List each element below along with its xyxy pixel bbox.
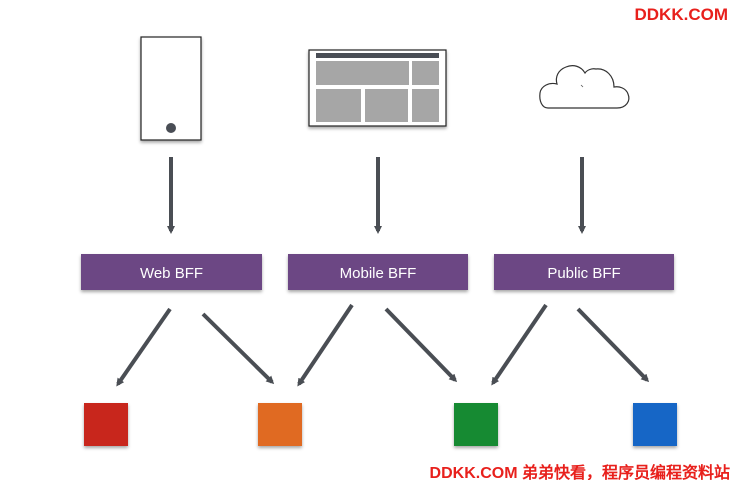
service-box-red [84,403,128,446]
service-box-blue [633,403,677,446]
public-bff-box [494,254,674,290]
mobile-bff-label: Mobile BFF [340,265,417,282]
web-bff-box [81,254,262,290]
service-box-orange [258,403,302,446]
mobile-bff-box [288,254,468,290]
public-bff-label: Public BFF [547,265,620,282]
watermark-bottom: DDKK.COM 弟弟快看，程序员编程资料站 [429,465,730,480]
service-box-green [454,403,498,446]
web-bff-label: Web BFF [140,265,203,282]
watermark-top: DDKK.COM [634,5,729,24]
arrow-public-to-blue [576,307,650,383]
mobile-phone-icon [140,36,202,141]
desktop-browser-icon [308,49,447,127]
arrow-public-to-green [491,303,548,386]
cloud-icon [539,65,630,109]
arrow-web-to-red [116,307,172,387]
arrow-mobile-to-orange [297,303,354,387]
arrow-mobile-to-green [384,307,458,383]
arrow-web-to-orange [201,312,275,385]
